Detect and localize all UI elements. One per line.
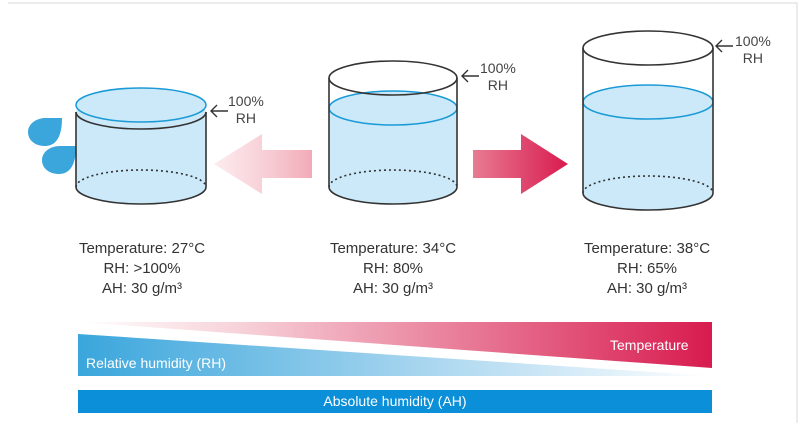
ah-text: AH: 30 g/m³ — [352, 280, 434, 297]
absolute-humidity-bar — [78, 390, 712, 413]
ah-text: AH: 30 g/m³ — [606, 280, 688, 297]
relative-humidity-bar — [78, 334, 712, 376]
rh-level-value: 100% — [228, 93, 264, 109]
state-caption-34c: Temperature: 34°C RH: 80% AH: 30 g/m³ — [283, 239, 503, 299]
rh-text: RH: 65% — [616, 260, 678, 277]
temperature-text: Temperature: 38°C — [583, 240, 711, 257]
temperature-bar-label: Temperature — [610, 337, 689, 353]
absolute-humidity-bar-label: Absolute humidity (AH) — [323, 393, 467, 409]
rh-pointer-arrows — [210, 39, 733, 118]
temperature-bar — [78, 322, 712, 368]
rh-level-value: 100% — [735, 33, 771, 49]
rh-level-value: 100% — [480, 60, 516, 76]
rh-text: RH: >100% — [103, 260, 181, 277]
temperature-text: Temperature: 27°C — [78, 240, 206, 257]
relative-humidity-bar-label: Relative humidity (RH) — [86, 355, 227, 371]
cooling-arrow-icon — [214, 134, 312, 194]
rh-level-unit: RH — [487, 77, 509, 93]
ah-text: AH: 30 g/m³ — [101, 280, 183, 297]
state-caption-38c: Temperature: 38°C RH: 65% AH: 30 g/m³ — [537, 239, 757, 299]
rh-text: RH: 80% — [362, 260, 424, 277]
cylinder-34c — [328, 60, 458, 205]
cylinder-38c — [582, 30, 714, 211]
temperature-text: Temperature: 34°C — [329, 240, 457, 257]
state-caption-27c: Temperature: 27°C RH: >100% AH: 30 g/m³ — [32, 239, 252, 299]
rh-level-label-27c: 100% RH — [228, 93, 264, 127]
rh-level-label-38c: 100% RH — [735, 33, 771, 67]
cylinder-27c — [75, 87, 207, 205]
frame-border — [8, 2, 798, 423]
heating-arrow-icon — [473, 134, 568, 194]
rh-level-unit: RH — [742, 50, 764, 66]
water-drops-icon — [28, 118, 76, 174]
rh-level-label-34c: 100% RH — [480, 60, 516, 94]
rh-level-unit: RH — [235, 110, 257, 126]
